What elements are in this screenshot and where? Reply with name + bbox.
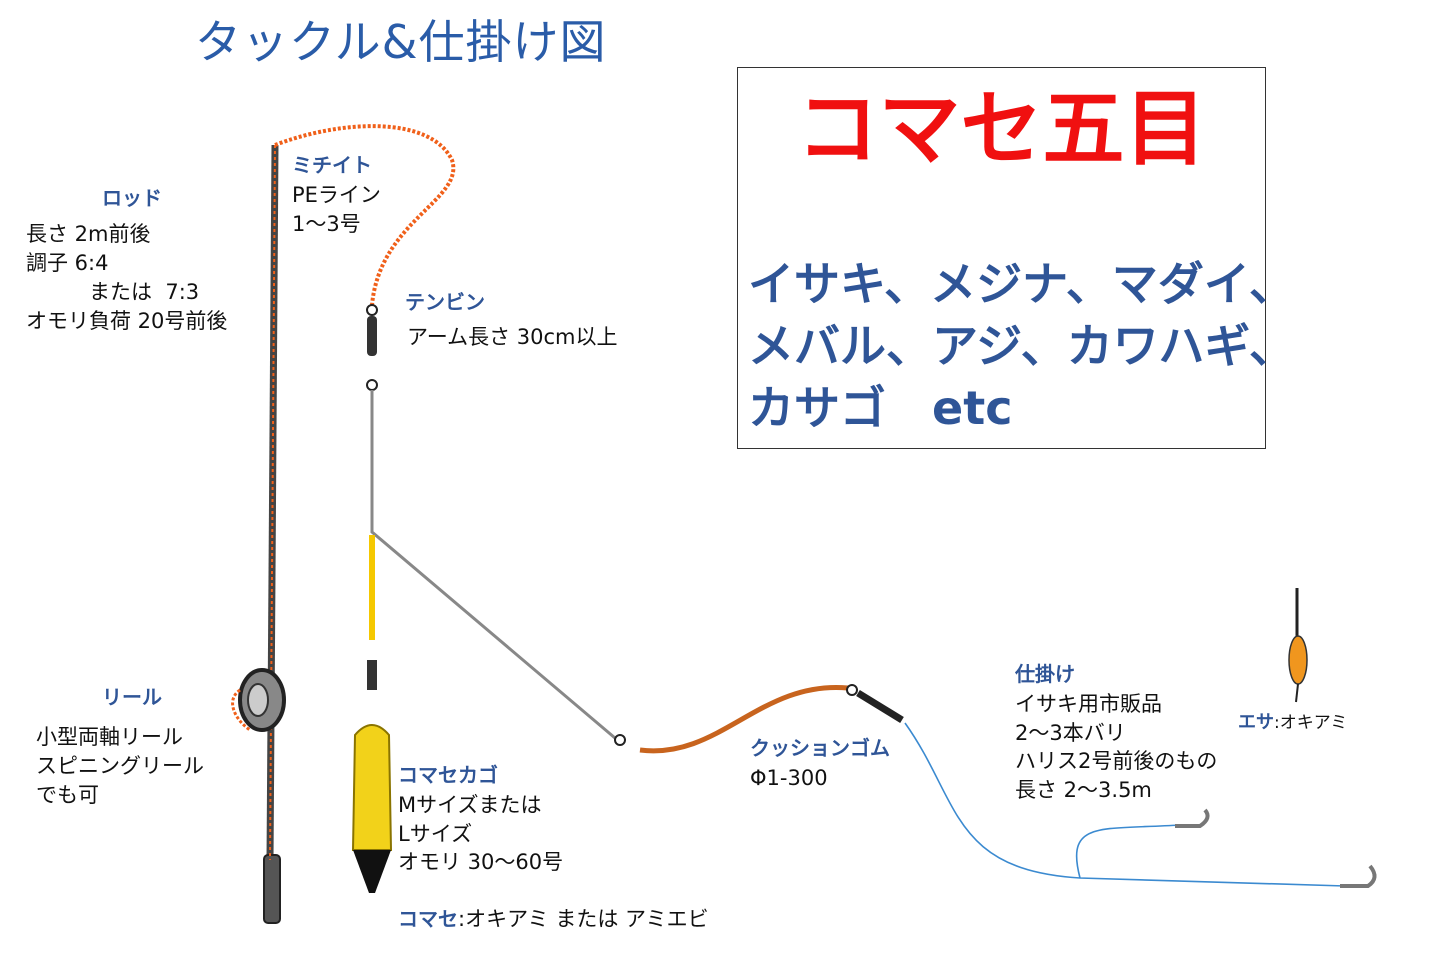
page-title: タックル&仕掛け図 [195,15,607,69]
tenbin-spec: アーム長さ 30cm以上 [407,325,618,349]
cushion-spec: Φ1-300 [750,766,828,790]
box-title: コマセ五目 [796,82,1207,177]
reel-drawing [231,668,286,732]
kago-spec: オモリ 30～60号 [398,850,564,874]
line-heading: ミチイト [292,153,372,177]
shikake-spec: 2～3本バリ [1015,721,1126,745]
reel-spec: でも可 [36,783,99,807]
hook-1 [1175,808,1210,828]
cushion-heading: クッションゴム [750,736,890,760]
bait-shrimp-icon [1288,588,1308,703]
komase-text: :オキアミ または アミエビ [458,907,709,931]
shikake-spec: 長さ 2～3.5m [1015,778,1152,802]
reel-spec: スピニングリール [36,754,204,778]
rod-heading: ロッド [102,186,162,210]
cushion-rubber [639,684,849,754]
target-fish-box: コマセ五目 イサキ、メジナ、マダイ、 メバル、アジ、カワハギ、 カサゴ etc [737,67,1295,449]
shikake-heading: 仕掛け [1015,662,1075,686]
pe-line [274,124,456,306]
fish-line: イサキ、メジナ、マダイ、 [748,257,1295,311]
rod-drawing [263,144,281,924]
komase-note: コマセ:オキアミ または アミエビ [398,906,709,934]
shikake-spec: ハリス2号前後のもの [1015,749,1218,773]
rod-spec: 長さ 2m前後 [26,222,151,246]
fish-line: カサゴ etc [748,381,1013,435]
swivel-bottom [614,684,904,746]
fish-line: メバル、アジ、カワハギ、 [748,319,1295,373]
esa-note: エサ:オキアミ [1238,710,1347,737]
kago-heading: コマセカゴ [398,763,498,787]
shikake-spec: イサキ用市販品 [1015,692,1162,716]
komase-heading: コマセ [398,907,458,931]
hook-2 [1340,864,1377,888]
line-spec: 1～3号 [292,212,361,236]
harris-line [904,722,1346,887]
esa-heading: エサ [1238,712,1274,733]
swivel-top [366,304,378,391]
rod-spec: 調子 6:4 [26,251,109,275]
tenbin-wire [370,390,616,740]
reel-heading: リール [102,685,162,709]
esa-text: :オキアミ [1274,713,1348,733]
tenbin-heading: テンビン [405,290,485,314]
line-spec: PEライン [292,183,381,207]
reel-spec: 小型両軸リール [36,725,183,749]
rod-spec: または 7:3 [26,280,200,304]
rod-spec: オモリ負荷 20号前後 [26,309,228,333]
kago-spec: Mサイズまたは [398,793,542,817]
kago-spec: Lサイズ [398,822,473,846]
komase-kago [351,660,393,893]
